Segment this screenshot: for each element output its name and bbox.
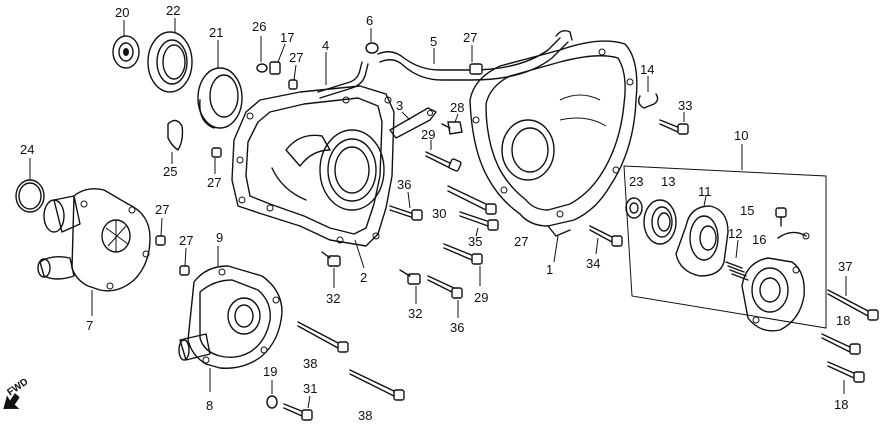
callout: 2 — [360, 270, 367, 285]
callout: 27 — [289, 50, 303, 65]
callout: 27 — [514, 234, 528, 249]
callout: 8 — [206, 398, 213, 413]
assembly-10-box — [623, 144, 827, 329]
part-27-dowel-e — [211, 147, 222, 174]
bolt-37 — [827, 276, 879, 321]
bolt-33 — [659, 112, 689, 135]
callout: 6 — [366, 13, 373, 28]
part-13-seal — [643, 199, 677, 245]
callout: 9 — [216, 230, 223, 245]
callout: 13 — [661, 174, 675, 189]
callout: 4 — [322, 38, 329, 53]
bolt-38-a — [297, 321, 349, 353]
callout: 31 — [303, 381, 317, 396]
bolt-18-a — [821, 333, 861, 355]
callout: 18 — [834, 397, 848, 412]
callout: 36 — [397, 177, 411, 192]
part-21-ring — [197, 40, 243, 129]
callout: 10 — [734, 128, 748, 143]
callout: 15 — [740, 203, 754, 218]
part-24-ring — [15, 158, 45, 213]
callout: 23 — [629, 174, 643, 189]
callout: 29 — [421, 127, 435, 142]
callout: 28 — [450, 100, 464, 115]
callout: 12 — [728, 226, 742, 241]
part-27-dowel-a — [288, 64, 298, 90]
part-1-right-cover — [469, 40, 638, 263]
fwd-arrow: FWD — [3, 376, 30, 409]
part-28-bolt — [441, 113, 463, 135]
bolt-30 — [447, 185, 497, 215]
callout: 34 — [586, 256, 600, 271]
bolt-36-b — [427, 275, 463, 318]
callout: 20 — [115, 5, 129, 20]
part-6-clamp — [365, 28, 379, 54]
callout: 26 — [252, 19, 266, 34]
bolt-34 — [589, 225, 623, 255]
part-26-clip — [256, 36, 268, 73]
part-11-rotor — [675, 195, 729, 277]
callout: 33 — [678, 98, 692, 113]
callout: 17 — [280, 30, 294, 45]
callout: 29 — [474, 290, 488, 305]
callout: 25 — [163, 164, 177, 179]
washer-19 — [266, 380, 278, 409]
part-17-pin — [269, 43, 286, 75]
part-20-bearing — [112, 20, 140, 69]
bolt-31 — [283, 395, 313, 421]
callout: 11 — [698, 184, 712, 199]
part-2-left-cover — [231, 85, 395, 269]
part-23-bearing — [625, 197, 643, 219]
callout: 32 — [326, 291, 340, 306]
part-7-pump-body — [37, 188, 151, 316]
bolt-32-b — [399, 269, 421, 304]
part-12-spring — [725, 239, 749, 281]
callout: 3 — [396, 98, 403, 113]
bolt-18-b — [827, 361, 865, 394]
callout: 38 — [303, 356, 317, 371]
bolt-29-a — [425, 140, 462, 172]
part-27-dowel-c — [155, 217, 166, 246]
part-25-oring — [167, 119, 184, 164]
callout: 27 — [155, 202, 169, 217]
callout: 14 — [640, 62, 654, 77]
part-8-pump-cover — [178, 246, 283, 392]
callout: 7 — [86, 318, 93, 333]
callout-labels: 20 22 21 26 17 27 4 6 5 27 14 33 10 3 28… — [20, 3, 852, 423]
part-4-pipe — [317, 52, 369, 99]
part-27-dowel-d — [179, 247, 190, 276]
part-15-screw — [775, 207, 787, 227]
callout: 18 — [836, 313, 850, 328]
callout: 1 — [546, 262, 553, 277]
callout: 16 — [752, 232, 766, 247]
part-16-wire — [777, 231, 810, 240]
part-22-seal — [147, 18, 193, 93]
callout: 27 — [463, 30, 477, 45]
bolt-38-b — [349, 369, 405, 401]
part-14-clip — [637, 76, 659, 109]
callout: 38 — [358, 408, 372, 423]
callout: 27 — [207, 175, 221, 190]
callout: 35 — [468, 234, 482, 249]
callout: 32 — [408, 306, 422, 321]
bolt-32-a — [321, 251, 341, 288]
callout: 5 — [430, 34, 437, 49]
callout: 27 — [179, 233, 193, 248]
callout: 24 — [20, 142, 34, 157]
pulser-cover — [741, 257, 805, 332]
callout: 30 — [432, 206, 446, 221]
bolt-35 — [459, 211, 499, 237]
bolt-29-b — [443, 243, 483, 286]
callout: 21 — [209, 25, 223, 40]
callout: 22 — [166, 3, 180, 18]
callout: 19 — [263, 364, 277, 379]
callout: 36 — [450, 320, 464, 335]
callout: 37 — [838, 259, 852, 274]
bolt-36-a — [389, 191, 423, 221]
part-3-bracket — [389, 107, 437, 139]
fwd-label: FWD — [5, 376, 30, 398]
